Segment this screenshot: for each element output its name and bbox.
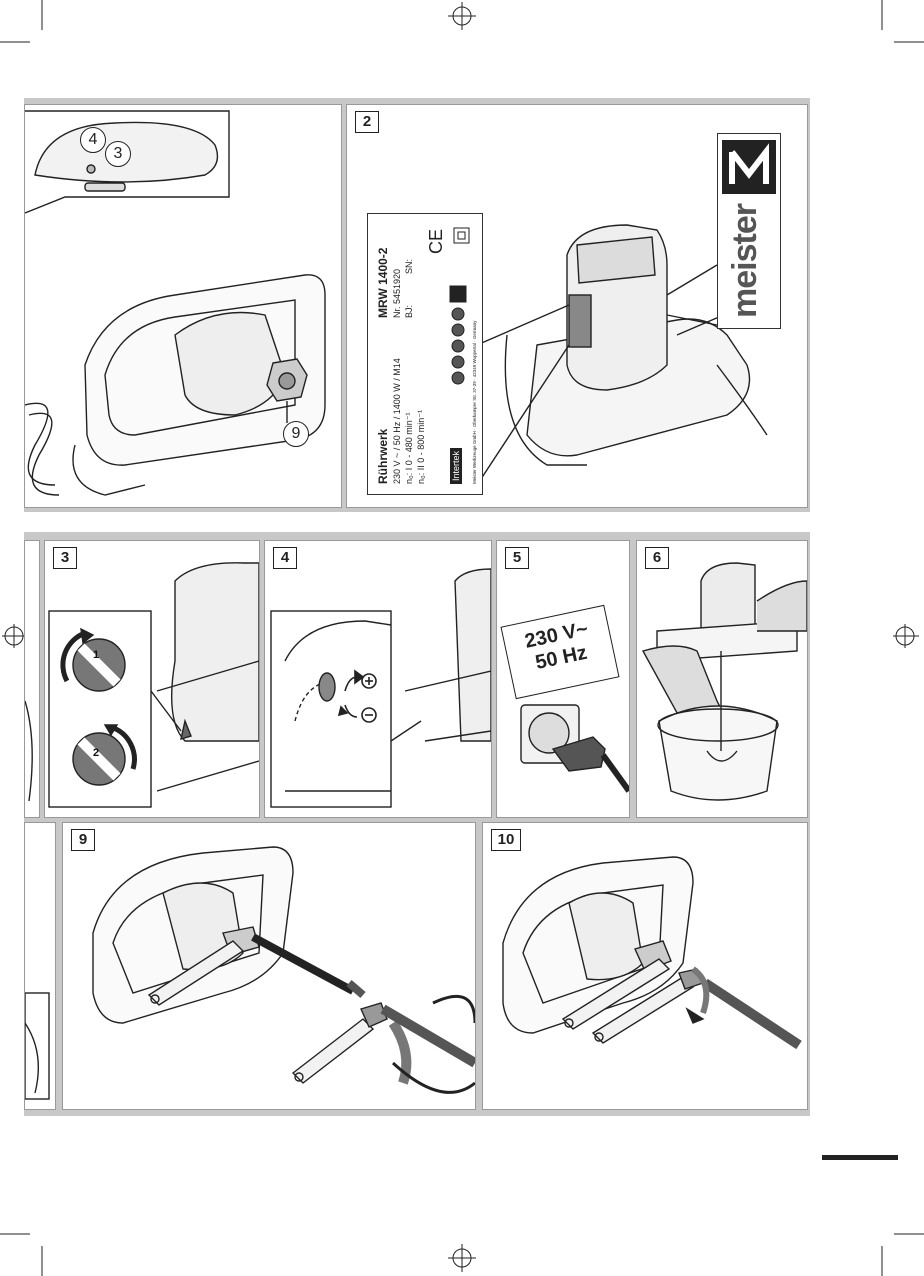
- panel-cropped-left: [24, 540, 40, 818]
- callout-9: 9: [283, 421, 309, 447]
- speed-control-illustration: [265, 541, 491, 817]
- brand-wordmark: meister: [726, 204, 765, 318]
- cropped-illustration: [25, 541, 39, 817]
- registration-mark-right: [893, 624, 919, 648]
- registration-mark-bottom: [448, 1244, 476, 1272]
- plate-model: MRW 1400-2: [376, 248, 390, 318]
- class-ii-icon: [452, 226, 472, 246]
- plate-safety-symbols: [446, 274, 476, 394]
- rating-plate: Rührwerk 230 V ~ / 50 Hz / 1400 W / M14 …: [367, 213, 483, 495]
- panel-5: 5 230 V~ 50 Hz: [496, 540, 630, 818]
- plate-product: Rührwerk: [376, 429, 390, 484]
- callout-4: 4: [80, 127, 106, 153]
- panel-10: 10: [482, 822, 808, 1110]
- panel-2: 2 Rührwerk 230 V ~ / 50 Hz / 1400 W / M1…: [346, 104, 808, 508]
- panel-cropped-left-bottom: [24, 822, 56, 1110]
- install-paddle-with-wrenches-illustration: [483, 823, 807, 1109]
- dial-label-1: 1: [93, 649, 99, 661]
- page-rule: [822, 1155, 898, 1160]
- plate-electrical: 230 V ~ / 50 Hz / 1400 W / M14: [392, 358, 402, 484]
- cropped-illustration-2: [25, 823, 55, 1109]
- panel-1: 4 3 9: [24, 104, 342, 508]
- plate-speed-1: n₀: I 0 - 480 min⁻¹: [404, 412, 415, 484]
- panel-3: 3 1 2: [44, 540, 260, 818]
- plug-socket-illustration: [497, 541, 629, 817]
- panel-4: 4: [264, 540, 492, 818]
- registration-mark-top: [448, 2, 476, 30]
- brand-plate: meister: [717, 133, 781, 329]
- gear-selector-illustration: [45, 541, 259, 817]
- meister-logo-icon: [722, 140, 776, 194]
- mixing-in-bucket-illustration: [637, 541, 807, 817]
- plate-cert-logo: Intertek: [450, 448, 462, 484]
- panel-6: 6: [636, 540, 808, 818]
- panel-9: 9: [62, 822, 476, 1110]
- callout-3: 3: [105, 141, 131, 167]
- plate-sn: SN:: [404, 259, 414, 274]
- plate-speed-2: n₀: II 0 - 800 min⁻¹: [416, 410, 427, 484]
- plate-nr: Nr. 5451920: [392, 269, 402, 318]
- plate-bj: BJ:: [404, 305, 414, 318]
- plate-ce-mark: CE: [426, 229, 447, 254]
- remove-paddle-with-wrenches-illustration: [63, 823, 475, 1109]
- dial-label-2: 2: [93, 747, 99, 759]
